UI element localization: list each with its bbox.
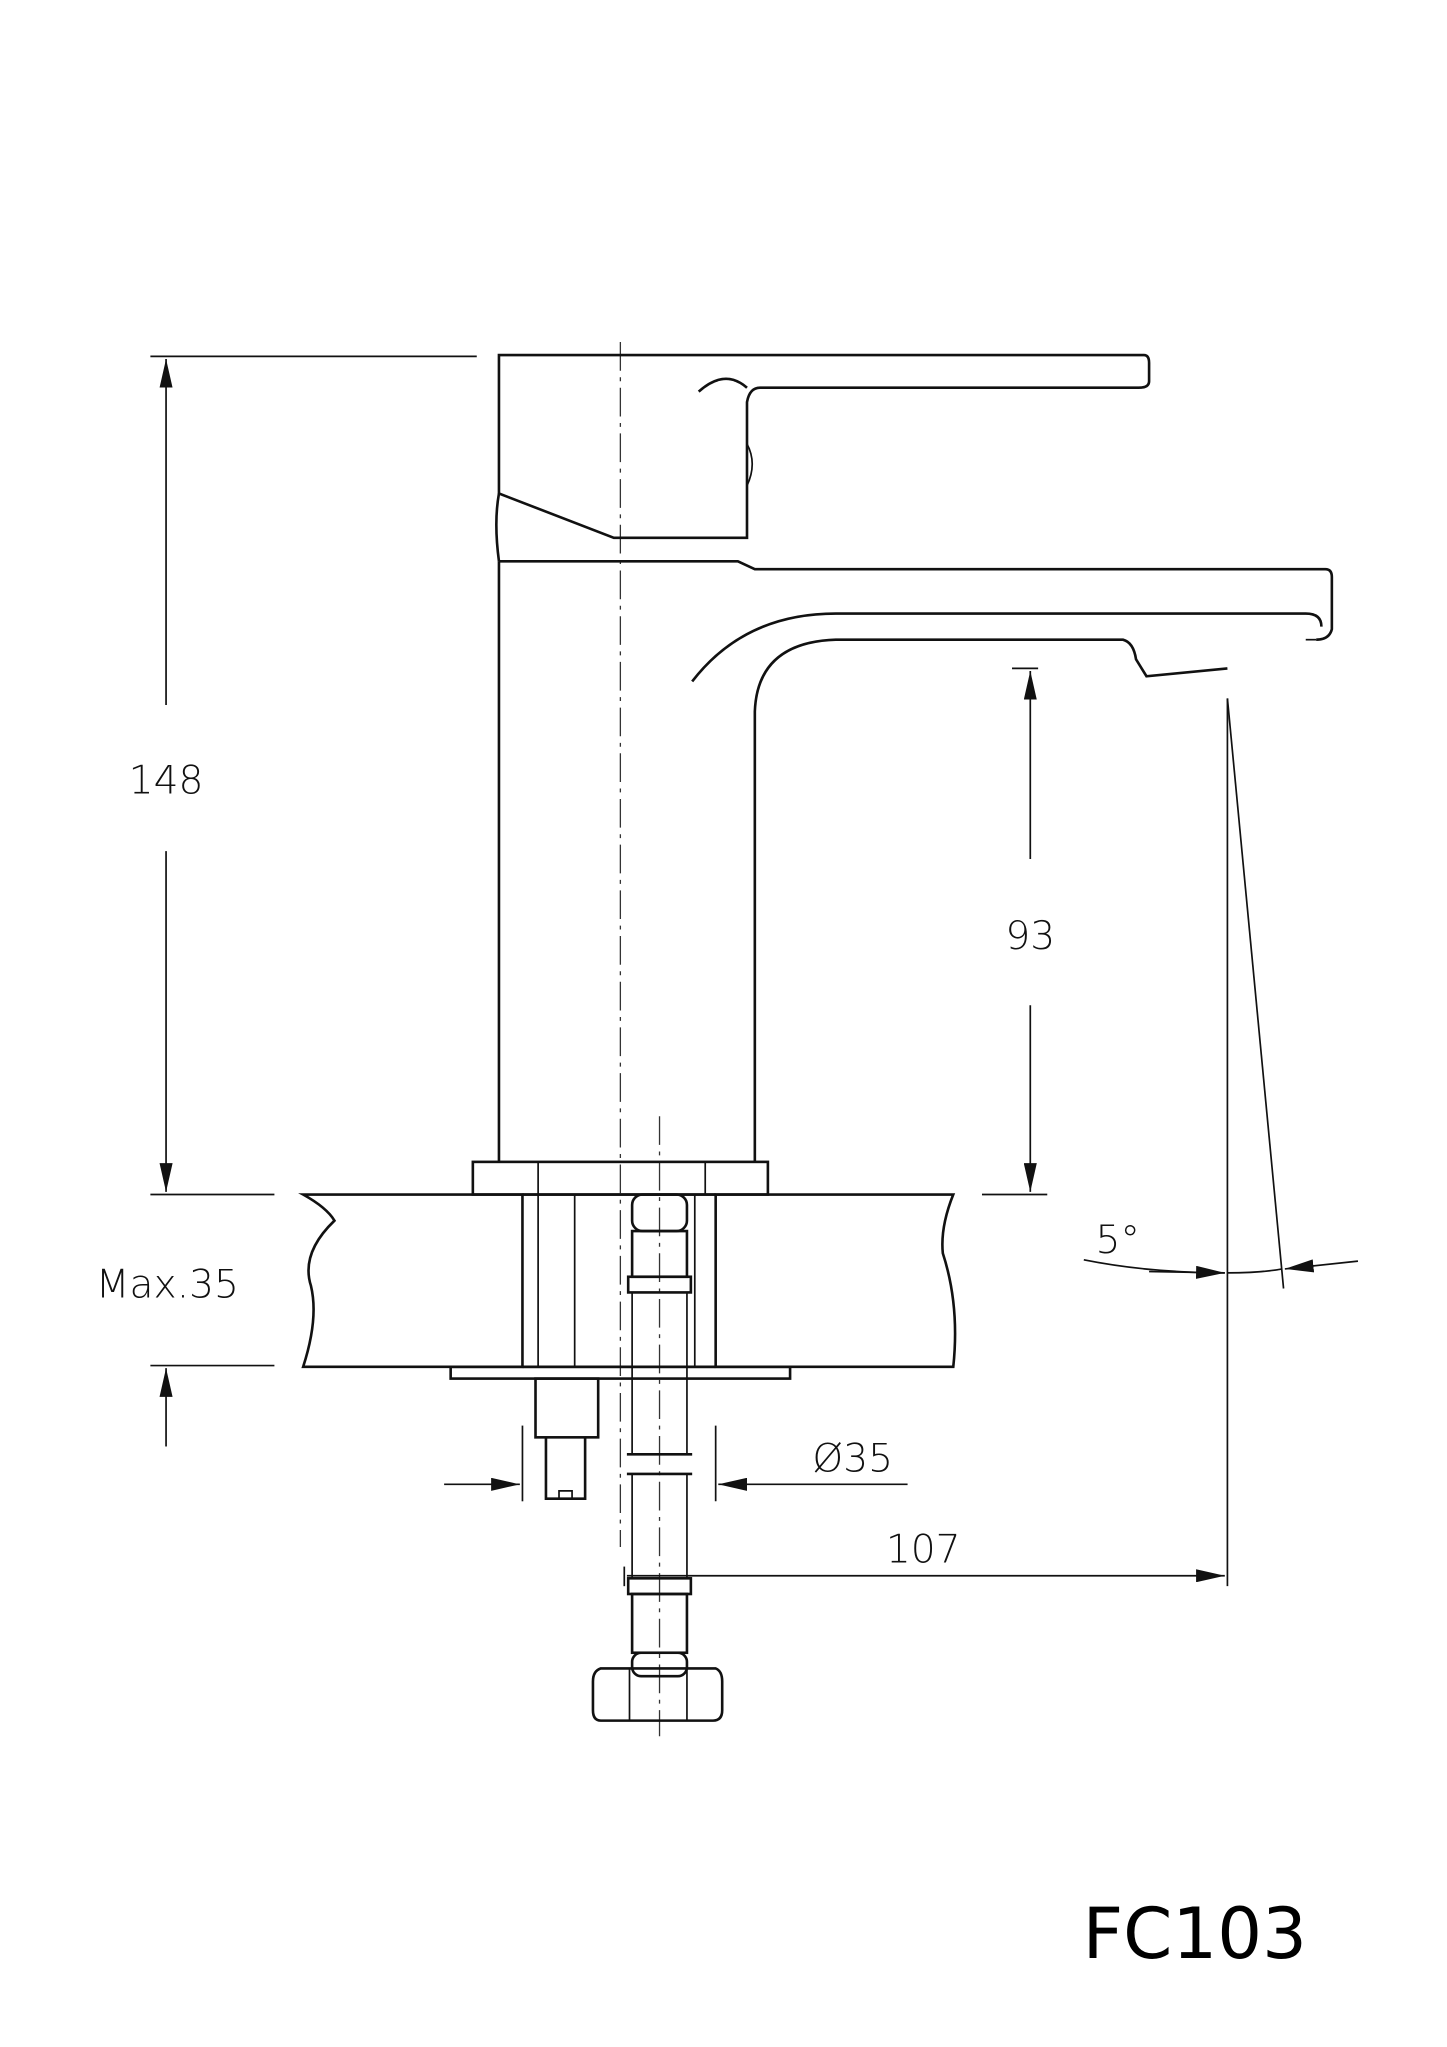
dim-107-label: 107 [886, 1528, 961, 1573]
mounting-bolt [534, 1377, 600, 1501]
dim-93-label: 93 [1005, 914, 1055, 959]
dimension-spout-angle: 5° [1083, 698, 1359, 1587]
dimension-spout-reach: 107 [623, 1528, 1225, 1587]
supply-hose [591, 1193, 724, 1722]
dim-5deg-label: 5° [1096, 1218, 1141, 1263]
dimension-hole-diameter: Ø35 [444, 1425, 908, 1502]
dim-d35-label: Ø35 [812, 1436, 893, 1481]
handle-lever [495, 353, 1151, 562]
dim-148-label: 148 [129, 759, 204, 804]
model-number: FC103 [1083, 1893, 1307, 1975]
dimension-counter-thickness: Max.35 [96, 1263, 275, 1447]
countertop-section [298, 1193, 957, 1380]
dim-max35-label: Max.35 [96, 1263, 239, 1308]
dimension-spout-clearance: 93 [981, 667, 1055, 1196]
faucet-body [497, 560, 1334, 1162]
dimension-height-total: 148 [129, 355, 477, 1196]
